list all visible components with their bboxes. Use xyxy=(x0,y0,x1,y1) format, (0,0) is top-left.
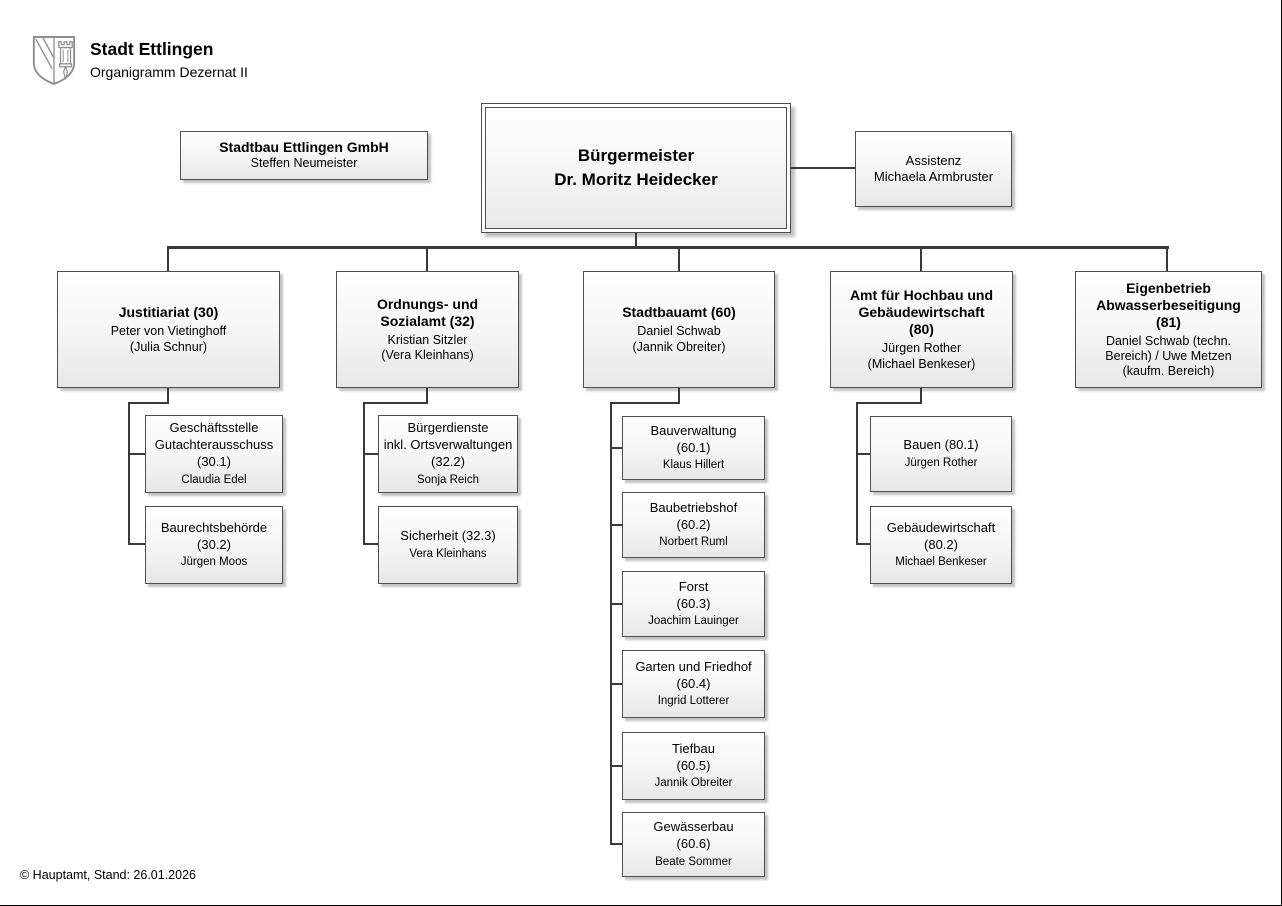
buergermeister-text: Bürgermeister Dr. Moritz Heidecker xyxy=(554,146,718,189)
connector-jog-stadtbauamt xyxy=(610,402,680,404)
connector-stub-60-1 xyxy=(610,447,622,449)
connector-jog-ordnungsamt xyxy=(363,402,428,404)
connector-stub-hochbau xyxy=(920,388,922,404)
connector-stub-32-2 xyxy=(363,453,378,455)
dept-box-ordnungs-sozialamt: Ordnungs- und Sozialamt (32) Kristian Si… xyxy=(336,271,519,388)
dept-title: Eigenbetrieb Abwasserbeseitigung (81) xyxy=(1096,279,1241,330)
dept-person: Jürgen Rother (Michael Benkeser) xyxy=(867,341,976,371)
sub-person: Jürgen Rother xyxy=(904,457,978,470)
connector-stub-60-6 xyxy=(610,843,622,845)
sub-person: Beate Sommer xyxy=(655,855,732,868)
city-coat-of-arms-icon xyxy=(30,34,78,88)
sub-box-60-5: Tiefbau (60.5) Jannik Obreiter xyxy=(622,732,765,800)
sub-person: Vera Kleinhans xyxy=(409,548,487,561)
stadtbau-person: Steffen Neumeister xyxy=(250,156,358,171)
connector-jog-justitiariat xyxy=(128,402,169,404)
sub-box-60-3: Forst (60.3) Joachim Lauinger xyxy=(622,571,765,637)
dept-box-justitiariat: Justitiariat (30) Peter von Vietinghoff … xyxy=(57,271,280,388)
sub-box-32-2: Bürgerdienste inkl. Ortsverwaltungen (32… xyxy=(378,415,518,493)
sub-title: Bürgerdienste inkl. Ortsverwaltungen (32… xyxy=(383,420,513,470)
sub-title: Bauen (80.1) xyxy=(903,437,979,453)
connector-stub-justitiariat xyxy=(167,388,169,404)
connector-stub-60-4 xyxy=(610,683,622,685)
connector-trunk-stadtbauamt xyxy=(610,402,612,844)
dept-box-eigenbetrieb: Eigenbetrieb Abwasserbeseitigung (81) Da… xyxy=(1075,271,1262,388)
connector-jog-hochbau xyxy=(856,402,922,404)
connector-stub-ordnungsamt xyxy=(426,388,428,404)
connector-stub-30-2 xyxy=(128,543,145,545)
dept-person: Daniel Schwab (Jannik Obreiter) xyxy=(632,324,726,354)
connector-drop-dept-0 xyxy=(167,249,169,271)
buergermeister-box-inner: Bürgermeister Dr. Moritz Heidecker xyxy=(485,107,787,229)
sub-person: Michael Benkeser xyxy=(895,556,987,569)
connector-drop-dept-3 xyxy=(920,249,922,271)
sub-box-60-4: Garten und Friedhof (60.4) Ingrid Lotter… xyxy=(622,650,765,718)
sub-title: Baurechtsbehörde (30.2) xyxy=(160,519,268,552)
sub-person: Claudia Edel xyxy=(181,473,247,486)
sub-box-60-6: Gewässerbau (60.6) Beate Sommer xyxy=(622,812,765,877)
sub-box-30-1: Geschäftsstelle Gutachterausschuss (30.1… xyxy=(145,415,283,493)
sub-person: Jannik Obreiter xyxy=(654,777,733,790)
connector-main-bar xyxy=(167,246,1169,249)
sub-box-80-1: Bauen (80.1) Jürgen Rother xyxy=(870,416,1012,492)
connector-trunk-justitiariat xyxy=(128,402,130,545)
connector-trunk-hochbau xyxy=(856,402,858,545)
connector-drop-dept-2 xyxy=(678,249,680,271)
sub-title: Tiefbau (60.5) xyxy=(672,740,715,773)
dept-title: Amt für Hochbau und Gebäudewirtschaft (8… xyxy=(849,287,994,338)
sub-person: Norbert Ruml xyxy=(659,536,728,549)
sub-title: Garten und Friedhof (60.4) xyxy=(635,658,752,691)
sub-person: Joachim Lauinger xyxy=(648,615,739,628)
dept-person: Peter von Vietinghoff (Julia Schnur) xyxy=(110,324,227,354)
stadtbau-gmbh-box: Stadtbau Ettlingen GmbH Steffen Neumeist… xyxy=(180,131,428,180)
sub-title: Gebäudewirtschaft (80.2) xyxy=(886,519,996,552)
connector-stub-60-3 xyxy=(610,603,622,605)
connector-bm-drop xyxy=(635,233,637,246)
sub-person: Jürgen Moos xyxy=(180,556,248,569)
sub-title: Baubetriebshof (60.2) xyxy=(649,499,738,532)
sub-title: Geschäftsstelle Gutachterausschuss (30.1… xyxy=(154,420,274,470)
sub-person: Ingrid Lotterer xyxy=(657,695,730,708)
sub-box-80-2: Gebäudewirtschaft (80.2) Michael Benkese… xyxy=(870,506,1012,584)
stadtbau-title: Stadtbau Ettlingen GmbH xyxy=(219,139,389,156)
sub-box-32-3: Sicherheit (32.3) Vera Kleinhans xyxy=(378,506,518,584)
connector-stub-30-1 xyxy=(128,453,145,455)
assistenz-text: Assistenz Michaela Armbruster xyxy=(873,152,994,184)
connector-drop-dept-4 xyxy=(1166,249,1168,271)
sub-box-30-2: Baurechtsbehörde (30.2) Jürgen Moos xyxy=(145,506,283,584)
sub-person: Klaus Hillert xyxy=(662,459,725,472)
buergermeister-box: Bürgermeister Dr. Moritz Heidecker xyxy=(481,103,791,233)
connector-stub-80-1 xyxy=(856,453,870,455)
connector-bm-assistenz xyxy=(791,167,855,169)
sub-title: Forst (60.3) xyxy=(676,578,711,611)
connector-stub-stadtbauamt xyxy=(678,388,680,404)
connector-drop-dept-1 xyxy=(426,249,428,271)
dept-title: Stadtbauamt (60) xyxy=(622,304,736,321)
connector-stub-60-2 xyxy=(610,524,622,526)
dept-box-hochbau: Amt für Hochbau und Gebäudewirtschaft (8… xyxy=(830,271,1013,388)
dept-title: Ordnungs- und Sozialamt (32) xyxy=(376,295,479,329)
dept-person: Kristian Sitzler (Vera Kleinhans) xyxy=(381,332,474,363)
connector-stub-32-3 xyxy=(363,543,378,545)
page-subtitle: Organigramm Dezernat II xyxy=(90,64,248,80)
connector-stub-80-2 xyxy=(856,543,870,545)
sub-title: Gewässerbau (60.6) xyxy=(653,819,734,852)
dept-box-stadtbauamt: Stadtbauamt (60) Daniel Schwab (Jannik O… xyxy=(583,271,775,388)
connector-trunk-ordnungsamt xyxy=(363,402,365,545)
connector-stub-60-5 xyxy=(610,765,622,767)
footer-note: © Hauptamt, Stand: 26.01.2026 xyxy=(20,868,196,882)
page-title: Stadt Ettlingen xyxy=(90,39,214,59)
assistenz-box: Assistenz Michaela Armbruster xyxy=(855,131,1012,207)
dept-person: Daniel Schwab (techn. Bereich) / Uwe Met… xyxy=(1105,333,1232,379)
dept-title: Justitiariat (30) xyxy=(118,304,219,321)
sub-box-60-2: Baubetriebshof (60.2) Norbert Ruml xyxy=(622,492,765,558)
sub-title: Sicherheit (32.3) xyxy=(400,528,496,544)
sub-box-60-1: Bauverwaltung (60.1) Klaus Hillert xyxy=(622,416,765,480)
sub-title: Bauverwaltung (60.1) xyxy=(650,422,737,455)
sub-person: Sonja Reich xyxy=(416,473,479,486)
